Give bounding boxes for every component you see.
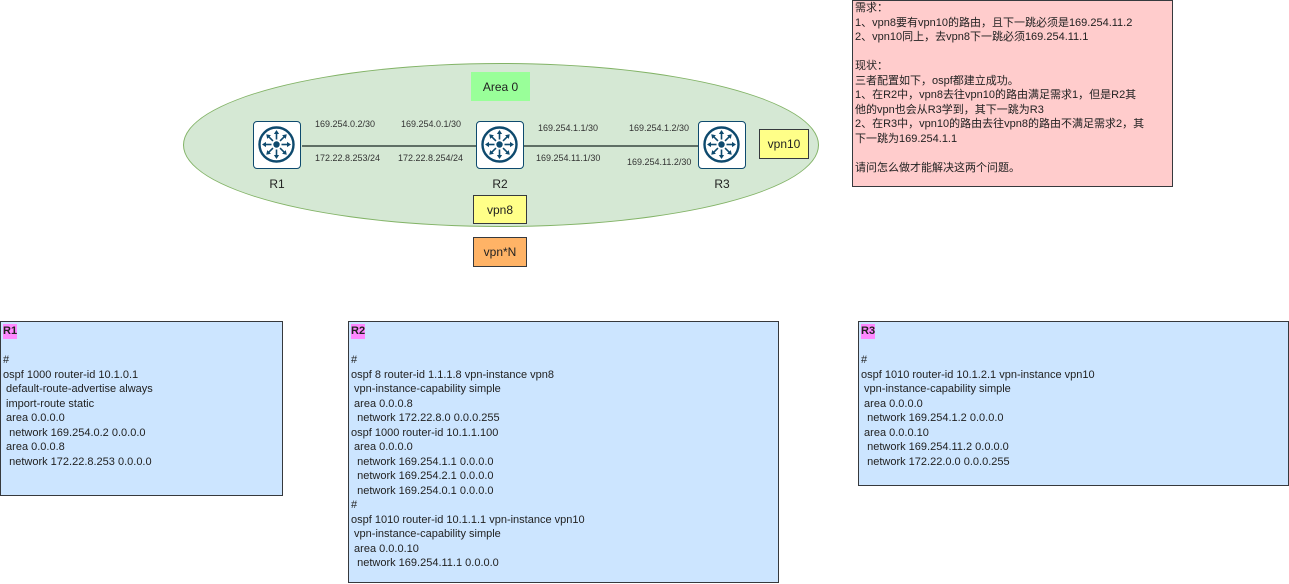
ip-label-r2-bottom-left: 172.22.8.254/24 <box>398 153 464 163</box>
note-line: 2、vpn10同上，去vpn8下一跳必须169.254.11.1 <box>855 31 1089 43</box>
config-line: ospf 1010 router-id 10.1.2.1 vpn-instanc… <box>861 368 1095 381</box>
vpn8-tag-text: vpn8 <box>486 202 514 217</box>
ip-label-r2-bottom-right: 169.254.11.1/30 <box>536 153 601 163</box>
config-line: # <box>3 354 10 366</box>
note-line <box>855 146 1170 161</box>
vpn10-tag-text: vpn10 <box>767 137 801 151</box>
config-line: network 169.254.1.2 0.0.0.0 <box>861 412 1004 424</box>
config-line: area 0.0.0.10 <box>861 426 929 439</box>
config-line <box>351 339 776 354</box>
ip-label-r1-top: 169.254.0.2/30 <box>315 119 376 129</box>
config-line: area 0.0.0.0 <box>351 441 413 453</box>
router-r3[interactable] <box>698 121 746 169</box>
requirements-note[interactable]: 需求： 1、vpn8要有vpn10的路由，且下一跳必须是169.254.11.2 2… <box>852 0 1173 187</box>
config-line: area 0.0.0.0 <box>861 397 923 410</box>
config-line: network 169.254.11.1 0.0.0.0 <box>351 557 499 569</box>
ip-label-r3-bottom: 169.254.11.2/30 <box>627 157 692 167</box>
note-line: 下一跳为169.254.1.1 <box>855 132 958 145</box>
config-line: area 0.0.0.0 <box>3 412 65 424</box>
config-line: ospf 1000 router-id 10.1.1.100 <box>351 426 499 439</box>
r3-config-lines: # ospf 1010 router-id 10.1.2.1 vpn-instan… <box>861 339 1286 470</box>
config-line: network 172.22.8.0 0.0.0.255 <box>351 412 500 424</box>
vpn-n-tag-text: vpn*N <box>483 245 517 259</box>
link-r2-r3[interactable] <box>524 145 698 147</box>
router-r1-label: R1 <box>269 177 285 191</box>
r2-config-lines: # ospf 8 router-id 1.1.1.8 vpn-instance v… <box>351 339 776 571</box>
vpn8-tag[interactable]: vpn8 <box>473 195 527 224</box>
ip-label-r1-bottom: 172.22.8.253/24 <box>315 153 381 163</box>
config-line: area 0.0.0.8 <box>351 397 413 410</box>
note-line: 他的vpn也会从R3学到，其下一跳为R3 <box>855 103 1044 116</box>
config-line: import-route static <box>3 397 95 410</box>
config-line: default-route-advertise always <box>3 383 153 395</box>
config-line: network 172.22.8.253 0.0.0.0 <box>3 455 152 468</box>
config-line: vpn-instance-capability simple <box>351 528 501 540</box>
config-line: network 169.254.11.2 0.0.0.0 <box>861 441 1009 453</box>
config-line: network 169.254.2.1 0.0.0.0 <box>351 470 494 482</box>
note-line: 1、vpn8要有vpn10的路由，且下一跳必须是169.254.11.2 <box>855 16 1133 29</box>
config-line: network 169.254.0.1 0.0.0.0 <box>351 484 494 497</box>
note-line <box>855 45 1170 60</box>
area-0-label[interactable]: Area 0 <box>471 72 530 101</box>
config-line: # <box>861 354 868 366</box>
r2-config-title: R2 <box>351 324 366 339</box>
r3-config-title: R3 <box>861 324 876 339</box>
vpn10-tag[interactable]: vpn10 <box>759 129 809 159</box>
area-0-label-text: Area 0 <box>482 79 519 94</box>
config-line: ospf 8 router-id 1.1.1.8 vpn-instance vp… <box>351 368 555 381</box>
note-line: 现状： <box>855 60 888 72</box>
note-line: 需求： <box>855 2 888 14</box>
config-line: ospf 1010 router-id 10.1.1.1 vpn-instanc… <box>351 513 585 526</box>
router-r1[interactable] <box>253 121 301 169</box>
config-line <box>3 339 280 354</box>
ip-label-r3-top: 169.254.1.2/30 <box>629 123 690 133</box>
note-line: 三者配置如下，ospf都建立成功。 <box>855 74 1019 87</box>
r2-config-box[interactable]: R2 # ospf 8 router-id 1.1.1.8 vpn-instanc… <box>348 321 779 583</box>
ip-label-r2-top-right: 169.254.1.1/30 <box>538 123 599 133</box>
config-line: network 169.254.0.2 0.0.0.0 <box>3 426 146 439</box>
r1-config-title: R1 <box>3 324 18 339</box>
config-line: vpn-instance-capability simple <box>351 383 501 395</box>
note-line: 2、在R3中，vpn10的路由去往vpn8的路由不满足需求2，其 <box>855 118 1145 130</box>
note-line: 1、在R2中，vpn8去往vpn10的路由满足需求1，但是R2其 <box>855 89 1137 101</box>
r1-config-lines: # ospf 1000 router-id 10.1.0.1 default-ro… <box>3 339 280 470</box>
config-line: vpn-instance-capability simple <box>861 383 1011 395</box>
ip-label-r2-top-left: 169.254.0.1/30 <box>401 119 462 129</box>
config-line: network 169.254.1.1 0.0.0.0 <box>351 455 494 468</box>
config-line: # <box>351 354 358 366</box>
r3-config-box[interactable]: R3 # ospf 1010 router-id 10.1.2.1 vpn-ins… <box>858 321 1289 486</box>
config-line: area 0.0.0.8 <box>3 441 65 453</box>
router-r3-label: R3 <box>714 177 730 191</box>
config-line: area 0.0.0.10 <box>351 542 419 555</box>
vpn-n-tag[interactable]: vpn*N <box>473 237 527 267</box>
note-line: 请问怎么做才能解决这两个问题。 <box>855 161 1020 174</box>
config-line: ospf 1000 router-id 10.1.0.1 <box>3 368 139 381</box>
config-line: # <box>351 499 358 511</box>
router-r2-label: R2 <box>492 177 508 191</box>
router-r2[interactable] <box>476 121 524 169</box>
config-line: network 172.22.0.0 0.0.0.255 <box>861 455 1010 468</box>
r1-config-box[interactable]: R1 # ospf 1000 router-id 10.1.0.1 default… <box>0 321 283 496</box>
link-r1-r2[interactable] <box>302 145 476 147</box>
config-line <box>861 339 1286 354</box>
